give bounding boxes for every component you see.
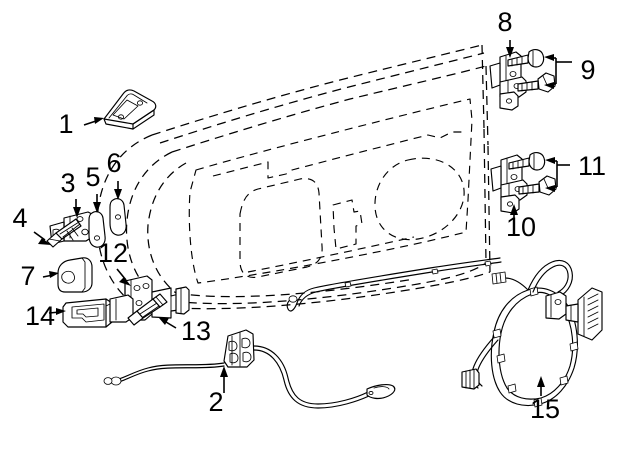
- callout-label-3: 3: [60, 168, 75, 198]
- callout-label-9: 9: [580, 55, 595, 85]
- callout-label-13: 13: [181, 316, 211, 346]
- callout-label-2: 2: [208, 387, 223, 417]
- callout-label-5: 5: [85, 162, 100, 192]
- callout-label-12: 12: [98, 238, 128, 268]
- part-check-strap-bolt: [127, 293, 168, 326]
- part-door-latch-assembly: [103, 329, 396, 409]
- part-door-striker-cover: [103, 89, 157, 130]
- part-latch-bezel-cover: [57, 257, 93, 293]
- callout-label-14: 14: [25, 301, 55, 331]
- callout-label-4: 4: [12, 203, 27, 233]
- inner-door-link-rod: [286, 257, 502, 312]
- door-panel-phantom: [96, 44, 491, 310]
- part-tapping-screw: [46, 218, 82, 248]
- callout-labels: 1 2 3 4 5 6 7 8 9 10 11 12 13 14 15: [12, 7, 606, 424]
- callout-label-15: 15: [530, 394, 560, 424]
- part-lower-hinge-bolt-set: [508, 152, 557, 196]
- callout-label-7: 7: [20, 261, 35, 291]
- part-door-wiring-harness: [461, 259, 603, 408]
- part-handle-escutcheon: [62, 298, 113, 328]
- callout-label-6: 6: [106, 148, 121, 178]
- callout-label-11: 11: [578, 151, 606, 181]
- callout-label-10: 10: [506, 212, 536, 242]
- callout-label-1: 1: [58, 109, 73, 139]
- callout-label-8: 8: [497, 7, 512, 37]
- part-hinge-hole-cover-lower: [109, 198, 127, 236]
- callout-leaders: [33, 40, 572, 396]
- part-hinge-hole-cover-upper: [88, 211, 106, 248]
